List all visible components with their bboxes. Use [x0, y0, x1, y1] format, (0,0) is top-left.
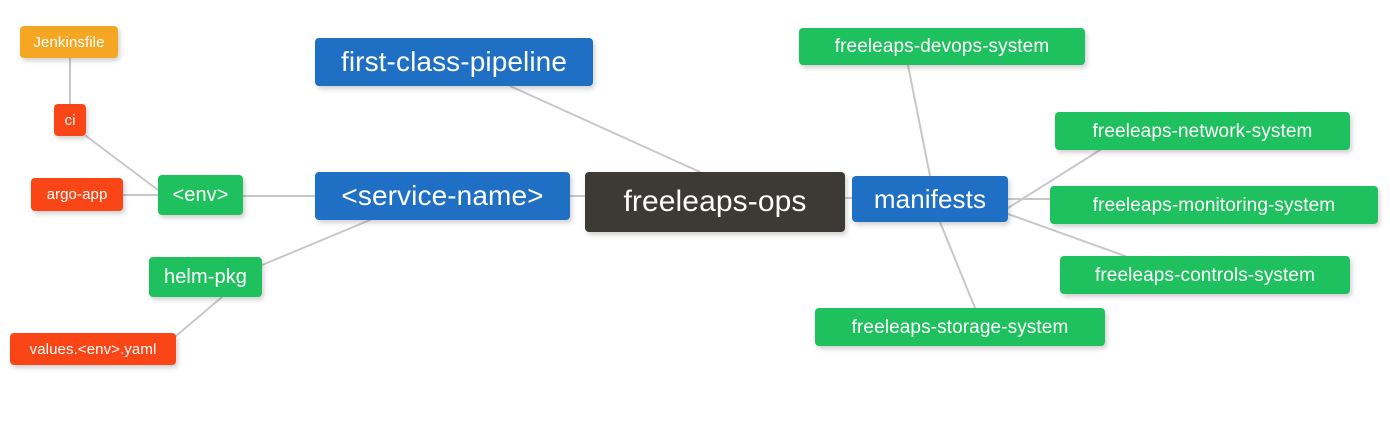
node-service-name[interactable]: <service-name>: [315, 172, 570, 220]
node-devops-system[interactable]: freeleaps-devops-system: [799, 28, 1085, 65]
edge-values-helmpkg: [175, 296, 223, 337]
node-values-yaml[interactable]: values.<env>.yaml: [10, 333, 176, 365]
node-ci[interactable]: ci: [54, 104, 86, 136]
node-monitoring-system[interactable]: freeleaps-monitoring-system: [1050, 186, 1378, 224]
node-argo-app[interactable]: argo-app: [31, 178, 123, 211]
node-controls-system[interactable]: freeleaps-controls-system: [1060, 256, 1350, 294]
node-storage-system[interactable]: freeleaps-storage-system: [815, 308, 1105, 346]
node-env[interactable]: <env>: [158, 175, 243, 215]
edge-manifests-devops: [907, 64, 931, 177]
node-helm-pkg[interactable]: helm-pkg: [149, 257, 262, 297]
edge-manifests-storage: [939, 221, 976, 309]
node-network-system[interactable]: freeleaps-network-system: [1055, 112, 1350, 150]
node-jenkinsfile[interactable]: Jenkinsfile: [20, 26, 118, 58]
edge-pipeline-ops: [509, 85, 701, 173]
node-freeleaps-ops[interactable]: freeleaps-ops: [585, 172, 845, 232]
node-first-class-pipeline[interactable]: first-class-pipeline: [315, 38, 593, 86]
edge-helmpkg-servicename: [261, 219, 371, 266]
node-manifests[interactable]: manifests: [852, 176, 1008, 222]
